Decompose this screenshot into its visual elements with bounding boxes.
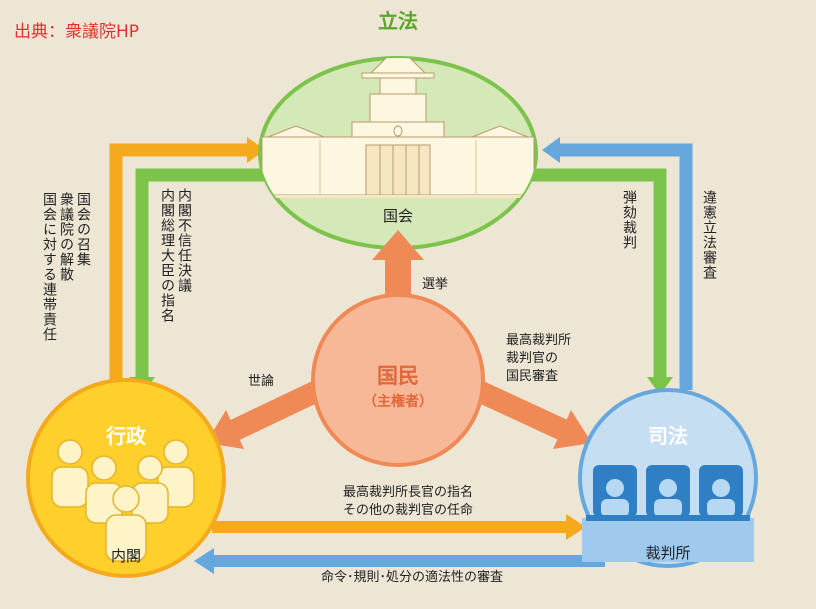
legislature-label: 国会: [383, 207, 413, 225]
arrow-cabinet-to-court: [212, 514, 586, 540]
label-diet-to-court: 弾劾裁判: [621, 190, 637, 250]
label-diet-to-cabinet: 内閣不信任決議 内閣総理大臣の指名: [159, 188, 192, 323]
source-credit: 出典：衆議院HP: [14, 22, 139, 42]
legislature-node: 立法 国会: [258, 9, 538, 250]
court-judges-icon: [586, 465, 750, 521]
arrow-cabinet-to-diet: [109, 137, 265, 392]
arrow-court-to-cabinet: [194, 548, 605, 574]
arrow-court-to-diet: [542, 137, 693, 390]
executive-label: 内閣: [111, 547, 141, 565]
label-public-opinion: 世論: [248, 373, 274, 389]
legislature-title: 立法: [378, 9, 418, 33]
people-title: 国民: [377, 364, 419, 388]
arrow-diet-to-court: [528, 168, 673, 395]
label-election: 選挙: [422, 277, 448, 292]
people-subtitle: （主権者）: [363, 393, 433, 410]
cabinet-people-icon: [51, 439, 195, 562]
arrow-diet-to-cabinet: [129, 168, 270, 395]
label-court-to-cabinet: 命令･規則･処分の適法性の審査: [320, 570, 503, 585]
judiciary-label: 裁判所: [645, 544, 690, 562]
label-cabinet-to-court: 最高裁判所長官の指名 その他の裁判官の任命: [342, 485, 473, 518]
label-cabinet-to-diet: 国会の召集 衆議院の解散 国会に対する連帯責任: [41, 192, 91, 342]
judiciary-node: 司法 裁判所: [578, 388, 758, 568]
executive-node: 行政 内閣: [26, 378, 226, 578]
diet-building-icon: [260, 58, 536, 198]
executive-title: 行政: [105, 424, 147, 448]
people-node: 国民 （主権者）: [311, 293, 485, 467]
judiciary-title: 司法: [648, 424, 688, 448]
label-national-review: 最高裁判所 裁判官の 国民審査: [506, 333, 572, 384]
label-court-to-diet: 違憲立法審査: [701, 190, 717, 280]
